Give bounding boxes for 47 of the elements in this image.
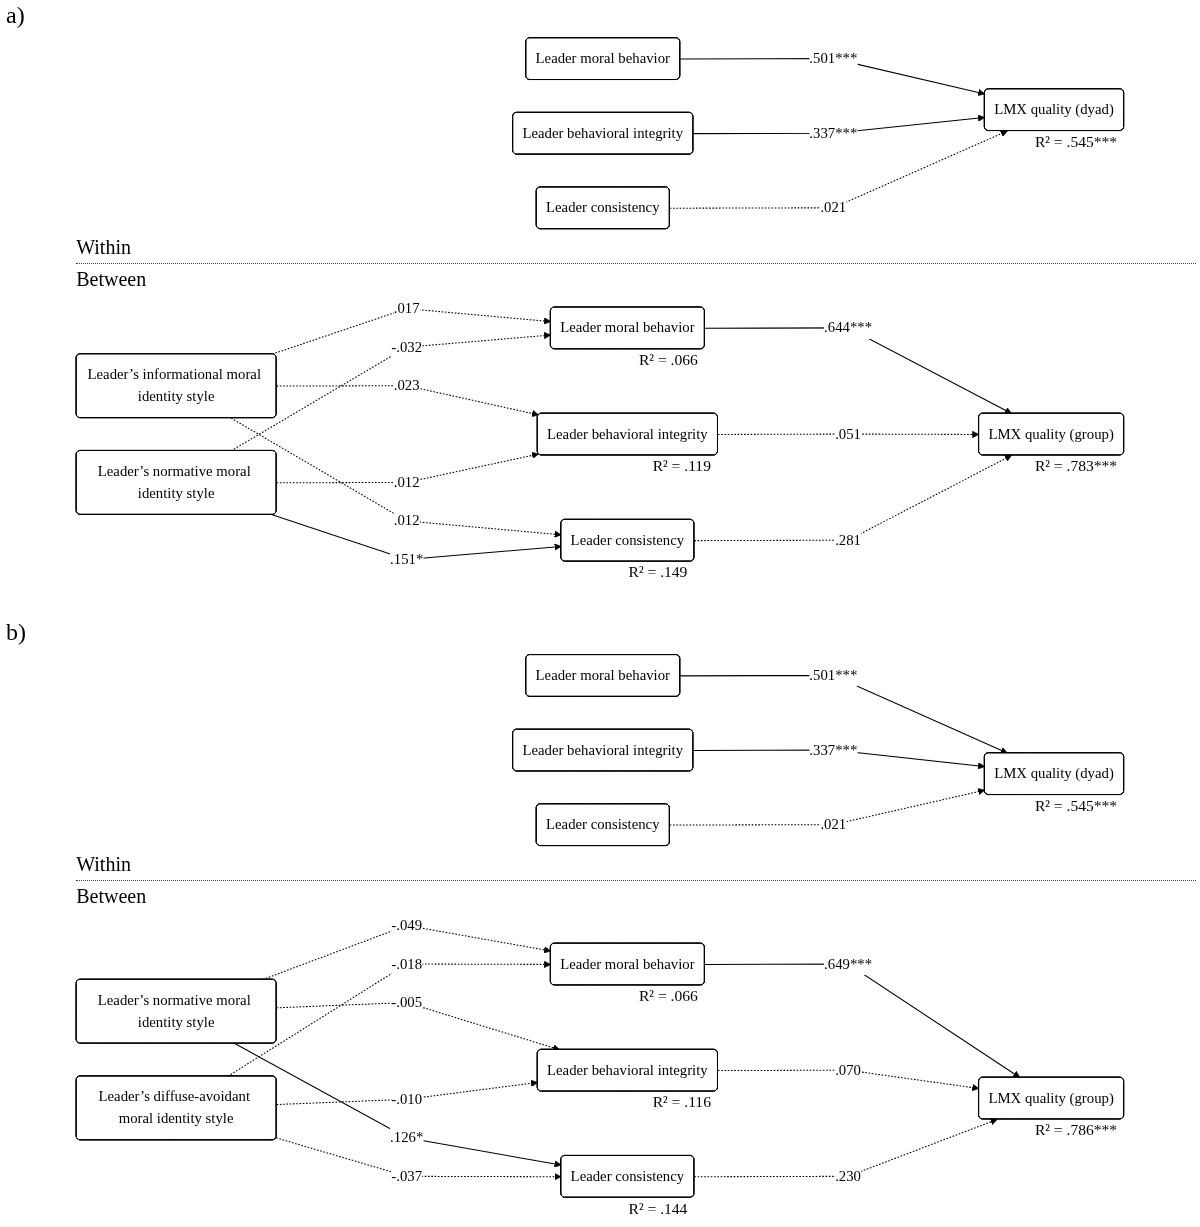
statistic-label: R² = .783*** <box>1035 457 1118 475</box>
statistic-label: R² = .066 <box>639 351 698 369</box>
arrow <box>276 385 540 418</box>
edge-label: .012 <box>393 512 420 529</box>
edge-label: .644*** <box>824 319 873 336</box>
edge-label: .012 <box>393 473 420 491</box>
statistic-label: R² = .144 <box>628 1199 688 1217</box>
statistic-label: R² = .545*** <box>1035 796 1118 814</box>
edge-label: -.032 <box>391 338 423 355</box>
statistic-label: R² = .149 <box>628 563 688 581</box>
edge-label: .023 <box>393 377 420 394</box>
edge-label: .501*** <box>809 50 858 67</box>
edge-label: .021 <box>820 816 847 833</box>
statistic-label: R² = .545*** <box>1035 132 1118 150</box>
edge-label: .649*** <box>824 955 873 972</box>
edge-label: .281 <box>835 531 862 548</box>
arrow <box>704 963 1021 1078</box>
arrow <box>234 1043 562 1168</box>
edge-label: .051 <box>835 425 862 442</box>
edge-label: .017 <box>393 300 420 317</box>
arrow <box>669 130 1008 209</box>
edge-label: .070 <box>835 1061 862 1078</box>
arrow <box>276 451 540 484</box>
arrow <box>230 417 562 538</box>
edge-label: .021 <box>820 199 847 216</box>
edge-label: -.018 <box>391 955 423 972</box>
arrow <box>227 960 552 1077</box>
statistic-label: R² = .119 <box>652 457 712 475</box>
arrow <box>275 1137 562 1181</box>
edge-label: -.005 <box>391 993 423 1011</box>
edge-label: .337*** <box>809 741 858 758</box>
statistic-label: R² = .066 <box>639 987 698 1005</box>
edge-label: -.037 <box>391 1167 423 1185</box>
edge-label: -.010 <box>391 1090 423 1108</box>
edge-label: .337*** <box>809 124 858 141</box>
edge-label: .230 <box>835 1167 862 1185</box>
edge-label: .501*** <box>809 666 858 684</box>
edge-label: .126* <box>390 1129 424 1146</box>
arrow <box>271 514 562 560</box>
statistic-label: R² = .116 <box>652 1093 712 1111</box>
arrow <box>669 788 986 826</box>
arrow <box>717 1069 980 1092</box>
arrow <box>276 1079 539 1106</box>
arrow <box>717 430 980 439</box>
edge-label: .151* <box>390 550 424 568</box>
edge-label: -.049 <box>391 916 423 934</box>
statistic-label: R² = .786*** <box>1035 1121 1118 1139</box>
